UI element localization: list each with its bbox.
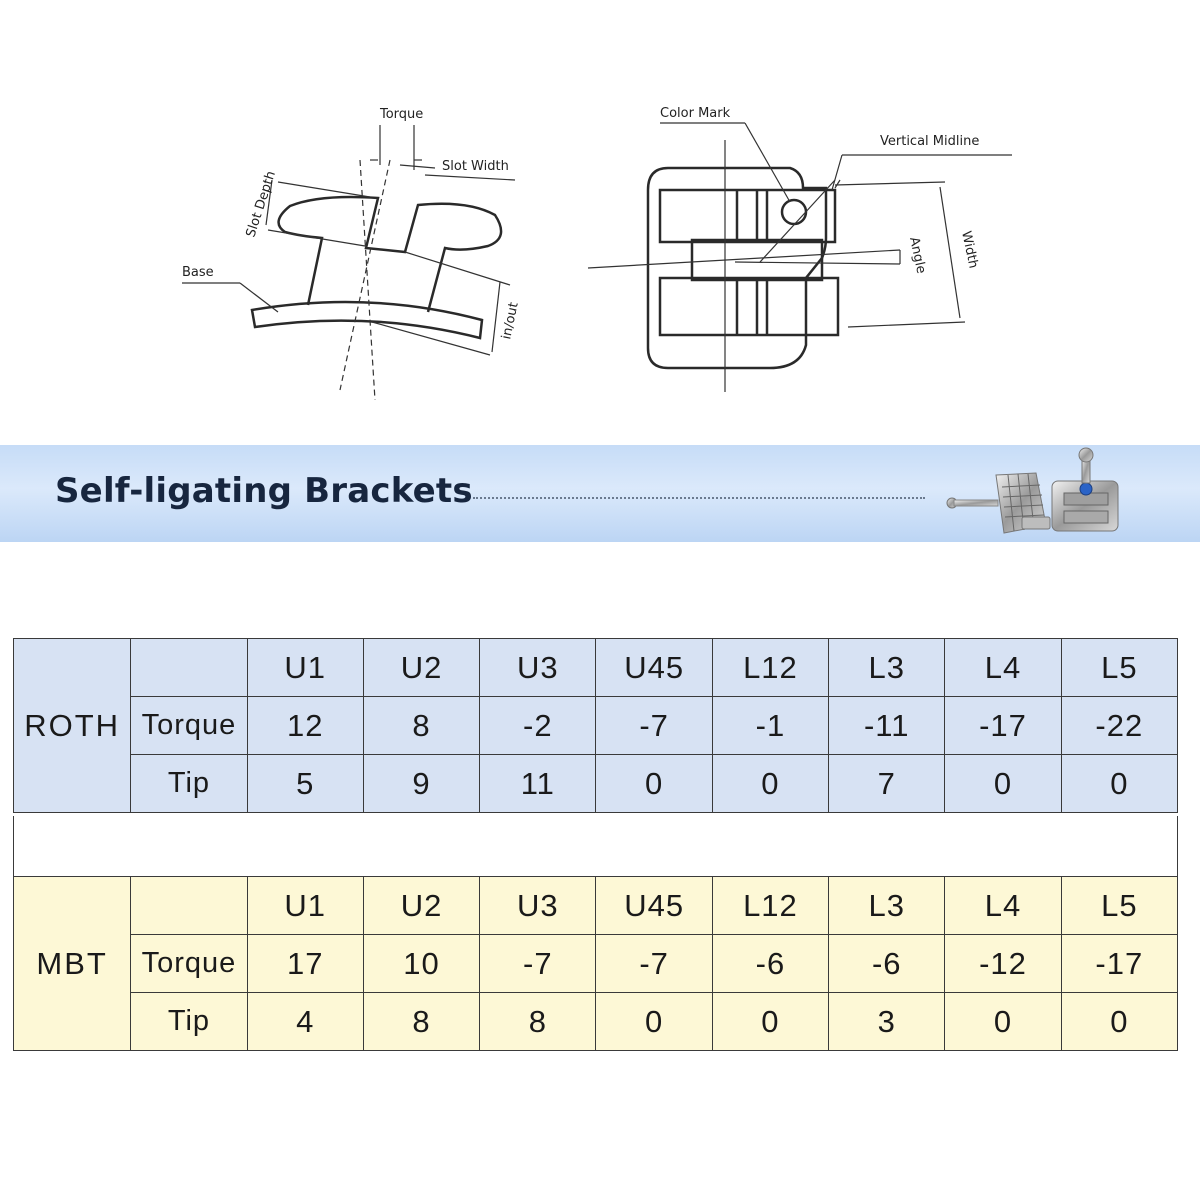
mesh-base-bracket-icon — [946, 472, 1051, 534]
column-header: U1 — [246, 876, 364, 935]
column-header: U3 — [479, 876, 597, 935]
table-row: Tip 5 9 11 0 0 7 0 0 — [14, 754, 1179, 813]
bracket-diagrams: Torque Slot Width Slot Depth Base in/out… — [182, 106, 1012, 401]
torque-cell: -17 — [944, 696, 1062, 755]
row-label-torque: Torque — [130, 696, 248, 755]
base-label: Base — [182, 265, 214, 280]
color-mark-label: Color Mark — [660, 106, 731, 121]
torque-cell: -22 — [1060, 696, 1179, 755]
table-separator — [13, 816, 1178, 876]
column-header: L12 — [711, 638, 830, 697]
torque-cell: -2 — [479, 696, 597, 755]
header-spacer — [130, 876, 248, 935]
bracket-product-image — [946, 447, 1119, 534]
in-out-label: in/out — [499, 301, 521, 341]
torque-label: Torque — [379, 107, 423, 122]
dotted-divider — [473, 497, 925, 499]
table-row: ROTH U1 U2 U3 U45 L12 L3 L4 L5 — [12, 638, 1179, 813]
mbt-prescription-table: MBT U1 U2 U3 U45 L12 L3 L4 L5 Torque 17 … — [12, 876, 1179, 1051]
column-header: L5 — [1060, 876, 1179, 935]
tip-cell: 0 — [711, 992, 830, 1051]
torque-cell: -11 — [828, 696, 946, 755]
tip-cell: 8 — [479, 992, 597, 1051]
system-name: ROTH — [12, 638, 132, 813]
column-header: L5 — [1060, 638, 1179, 697]
tip-cell: 0 — [1060, 754, 1179, 813]
torque-cell: 12 — [246, 696, 364, 755]
column-header: L4 — [944, 876, 1062, 935]
column-header: U2 — [362, 638, 481, 697]
table-row: Torque 17 10 -7 -7 -6 -6 -12 -17 — [14, 934, 1179, 993]
column-header: L3 — [828, 638, 946, 697]
torque-cell: 17 — [246, 934, 364, 993]
tip-cell: 0 — [595, 754, 713, 813]
tip-cell: 0 — [595, 992, 713, 1051]
torque-cell: -7 — [595, 696, 713, 755]
table-row: MBT U1 U2 U3 U45 L12 L3 L4 L5 — [12, 876, 1179, 1051]
tip-cell: 3 — [828, 992, 946, 1051]
angle-label: Angle — [906, 236, 928, 275]
banner-title: Self-ligating Brackets — [55, 471, 473, 511]
torque-cell: -6 — [828, 934, 946, 993]
roth-prescription-table: ROTH U1 U2 U3 U45 L12 L3 L4 L5 Torque 12… — [12, 638, 1179, 813]
tip-cell: 8 — [362, 992, 481, 1051]
header-spacer — [130, 638, 248, 697]
side-view-diagram — [250, 195, 503, 340]
front-view-diagram — [646, 166, 840, 370]
torque-cell: 8 — [362, 696, 481, 755]
torque-cell: -1 — [711, 696, 830, 755]
torque-cell: -7 — [479, 934, 597, 993]
tip-cell: 9 — [362, 754, 481, 813]
width-label: Width — [958, 230, 981, 270]
column-header: U45 — [595, 876, 713, 935]
system-name: MBT — [12, 876, 132, 1051]
section-banner: Self-ligating Brackets — [0, 445, 1200, 542]
tip-cell: 0 — [711, 754, 830, 813]
tip-cell: 5 — [246, 754, 364, 813]
tip-cell: 7 — [828, 754, 946, 813]
front-view-guides — [587, 122, 1012, 392]
column-header: U2 — [362, 876, 481, 935]
column-header: L12 — [711, 876, 830, 935]
tip-cell: 0 — [1060, 992, 1179, 1051]
table-row: Torque 12 8 -2 -7 -1 -11 -17 -22 — [14, 696, 1179, 755]
column-header: U3 — [479, 638, 597, 697]
vertical-midline-label: Vertical Midline — [880, 134, 979, 149]
torque-cell: -6 — [711, 934, 830, 993]
row-label-torque: Torque — [130, 934, 248, 993]
torque-cell: -7 — [595, 934, 713, 993]
self-ligating-bracket-icon — [1051, 447, 1119, 532]
side-view-guides — [182, 125, 516, 401]
column-header: U1 — [246, 638, 364, 697]
row-label-tip: Tip — [130, 992, 248, 1051]
torque-cell: 10 — [362, 934, 481, 993]
table-row: Tip 4 8 8 0 0 3 0 0 — [14, 992, 1179, 1051]
tip-cell: 4 — [246, 992, 364, 1051]
column-header: U45 — [595, 638, 713, 697]
tip-cell: 11 — [479, 754, 597, 813]
row-label-tip: Tip — [130, 754, 248, 813]
column-header: L4 — [944, 638, 1062, 697]
torque-cell: -17 — [1060, 934, 1179, 993]
torque-cell: -12 — [944, 934, 1062, 993]
slot-width-label: Slot Width — [442, 159, 509, 174]
slot-depth-label: Slot Depth — [244, 169, 279, 239]
tip-cell: 0 — [944, 754, 1062, 813]
column-header: L3 — [828, 876, 946, 935]
tip-cell: 0 — [944, 992, 1062, 1051]
